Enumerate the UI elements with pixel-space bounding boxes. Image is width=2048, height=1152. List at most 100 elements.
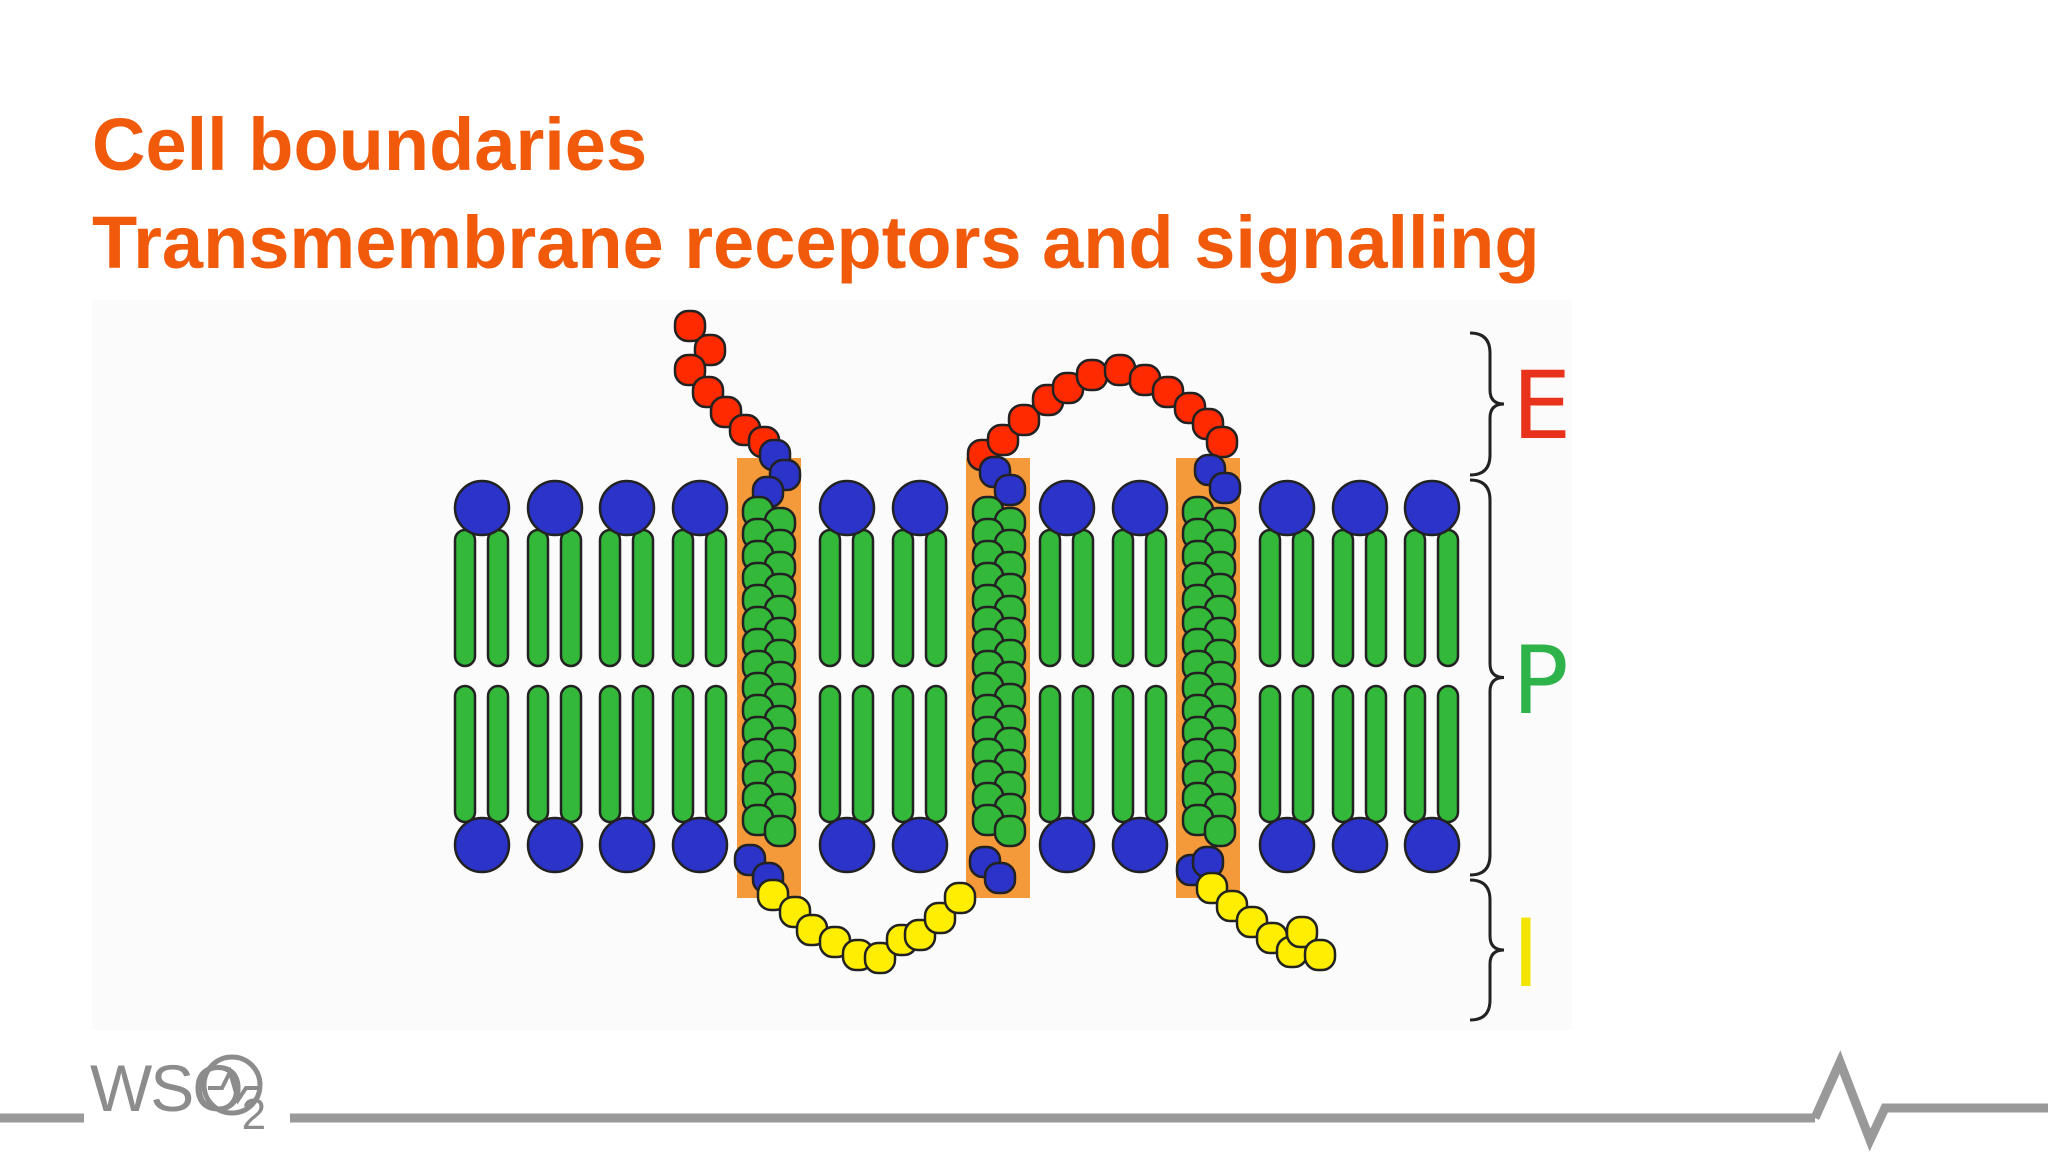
lipid-tail [486, 528, 510, 668]
lipid-head-icon [891, 816, 949, 874]
protein-residue-icon [863, 941, 897, 975]
protein-chain [673, 309, 1337, 975]
lipid-head-icon [818, 479, 876, 537]
protein-residue-icon [1303, 938, 1337, 972]
lipid-tail [1364, 684, 1388, 824]
lipid-head-icon [1258, 816, 1316, 874]
lipid-tail [1144, 684, 1168, 824]
lipid-tail [924, 684, 948, 824]
lipid-head-icon [1038, 479, 1096, 537]
lipid-head-icon [526, 816, 584, 874]
lipid-head-icon [1331, 816, 1389, 874]
lipid-tail [851, 684, 875, 824]
lipid-tail [1111, 528, 1135, 668]
lipid-head-icon [1038, 816, 1096, 874]
region-braces [1469, 331, 1505, 1022]
protein-residue-icon [763, 814, 797, 848]
lipid-head-icon [1111, 479, 1169, 537]
lipid-tail [891, 528, 915, 668]
lipid-tail [526, 684, 550, 824]
lipid-tail [1258, 528, 1282, 668]
lipid-head-icon [671, 479, 729, 537]
lipid-tail [1291, 528, 1315, 668]
slide-title-line2: Transmembrane receptors and signalling [92, 201, 1540, 284]
lipid-tail [1436, 528, 1460, 668]
protein-residue-icon [993, 473, 1027, 507]
lipid-head-icon [1403, 816, 1461, 874]
lipid-tail [671, 528, 695, 668]
lipid-head-icon [598, 816, 656, 874]
region-label-intracellular: I [1512, 900, 1540, 1009]
lipid-head-icon [671, 816, 729, 874]
protein-residue-icon [756, 878, 790, 912]
protein-residue-icon [993, 814, 1027, 848]
lipid-tail [1111, 684, 1135, 824]
protein-residue-icon [1285, 915, 1319, 949]
logo-circle-icon [201, 1054, 263, 1116]
lipid-tail [1038, 684, 1062, 824]
logo-subscript: 2 [241, 1090, 267, 1139]
lipid-tail [818, 528, 842, 668]
lipid-head-icon [818, 816, 876, 874]
lipid-tail [671, 684, 695, 824]
lipid-tail [891, 684, 915, 824]
protein-residue-icon [923, 901, 957, 935]
protein-residue-icon [1203, 814, 1237, 848]
lipid-head-icon [1331, 479, 1389, 537]
lipid-head-icon [598, 479, 656, 537]
lipid-tail [598, 684, 622, 824]
lipid-tail [1071, 684, 1095, 824]
lipid-head-icon [891, 479, 949, 537]
footer-lines [0, 1050, 2048, 1152]
protein-residue-icon [983, 861, 1017, 895]
protein-residue-icon [1208, 471, 1242, 505]
protein-residue-icon [986, 423, 1020, 457]
slide-title-line1: Cell boundaries [92, 103, 648, 186]
lipid-tail [453, 528, 477, 668]
lipid-tail [818, 684, 842, 824]
lipid-tail [1291, 684, 1315, 824]
lipid-tail [1436, 684, 1460, 824]
pulse-line-icon [1810, 1050, 2048, 1152]
lipid-head-icon [453, 816, 511, 874]
lipid-bilayer [453, 479, 1461, 874]
lipid-head-icon [1111, 816, 1169, 874]
logo-text: WSO [90, 1051, 244, 1125]
lipid-head-icon [453, 479, 511, 537]
lipid-head-icon [1403, 479, 1461, 537]
lipid-tail [631, 684, 655, 824]
region-label-plasma-membrane: P [1512, 627, 1569, 736]
lipid-tail [559, 684, 583, 824]
wso2-logo: WSO2 [90, 1050, 267, 1140]
lipid-tail [453, 684, 477, 824]
curly-brace-icon [1469, 878, 1505, 1022]
lipid-tail [1331, 528, 1355, 668]
protein-residue-icon [693, 333, 727, 367]
protein-residue-icon [673, 309, 707, 343]
lipid-tail [1364, 528, 1388, 668]
lipid-tail [1331, 684, 1355, 824]
protein-residue-icon [1075, 358, 1109, 392]
lipid-tail [851, 528, 875, 668]
protein-residue-icon [1205, 425, 1239, 459]
lipid-head-icon [1258, 479, 1316, 537]
logo-pulse-icon [208, 1066, 258, 1105]
lipid-head-icon [526, 479, 584, 537]
protein-residue-icon [1007, 403, 1041, 437]
lipid-tail [1144, 528, 1168, 668]
lipid-tail [631, 528, 655, 668]
region-label-extracellular: E [1512, 352, 1572, 461]
curly-brace-icon [1469, 331, 1505, 477]
protein-residue-icon [943, 881, 977, 915]
lipid-tail [924, 528, 948, 668]
lipid-tail [1258, 684, 1282, 824]
curly-brace-icon [1469, 478, 1505, 877]
lipid-tail [486, 684, 510, 824]
lipid-tail [704, 528, 728, 668]
lipid-tail [1403, 684, 1427, 824]
lipid-tail [1403, 528, 1427, 668]
lipid-tail [1071, 528, 1095, 668]
protein-residue-icon [673, 353, 707, 387]
lipid-tail [704, 684, 728, 824]
